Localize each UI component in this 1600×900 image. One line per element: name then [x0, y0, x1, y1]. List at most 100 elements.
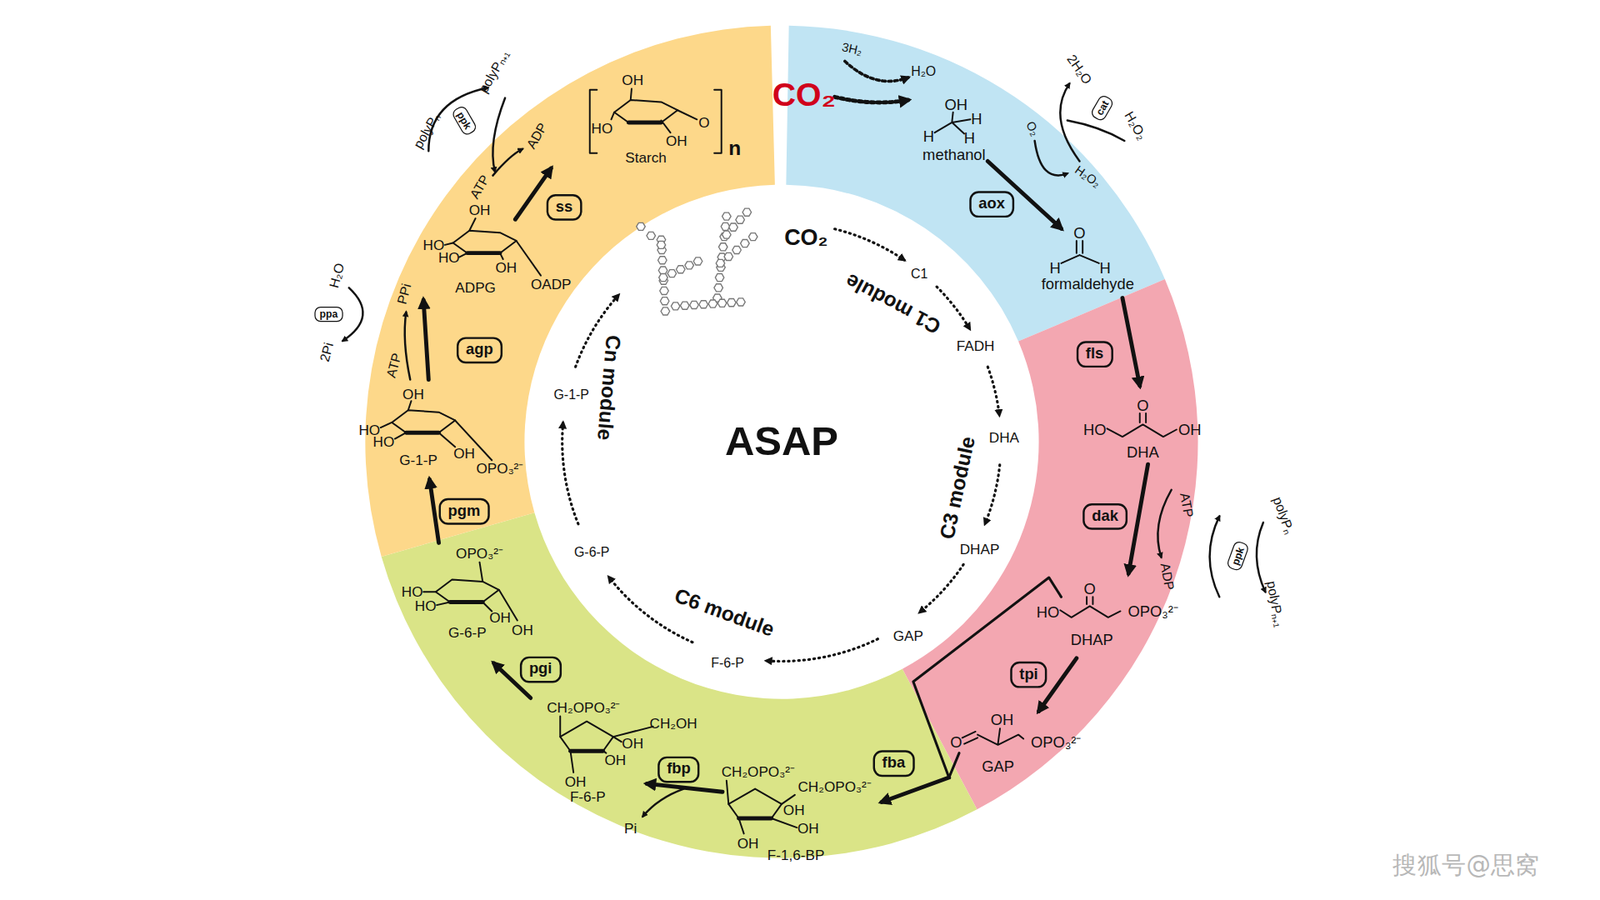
chem-label: HO — [591, 121, 614, 136]
reaction-arrow — [646, 783, 723, 792]
furanose-ring-front-edge — [570, 749, 603, 754]
enzyme-box: fbp — [657, 756, 700, 783]
chem-label: polyPₙ — [1270, 495, 1297, 536]
module-cycle-arrow — [562, 422, 579, 524]
enzyme-box: ss — [546, 194, 583, 220]
ring-sector — [365, 25, 775, 557]
chem-label: G-6-P — [448, 625, 487, 640]
chem-label: HO — [438, 250, 460, 265]
chem-label: ADPG — [455, 280, 496, 295]
chem-label: O — [698, 115, 710, 130]
chemical-bond — [380, 400, 492, 460]
chem-label: H — [923, 128, 935, 144]
ring-sector — [381, 512, 978, 858]
cofactor-arrow — [1157, 490, 1171, 558]
chem-label: OH — [511, 622, 534, 637]
module-label: C1 module — [841, 270, 944, 338]
chem-label: 3H₂ — [840, 40, 864, 57]
cofactor-arrow — [1210, 516, 1220, 598]
chem-label: H₂O — [910, 65, 936, 79]
starch-glucose-unit — [736, 298, 746, 306]
chem-label: H — [1099, 260, 1110, 275]
reaction-arrow — [494, 663, 531, 699]
chemical-bond — [445, 218, 541, 276]
starch-glucose-unit — [658, 256, 668, 265]
starch-glucose-unit — [708, 300, 718, 308]
enzyme-box: ppk — [1225, 540, 1250, 572]
chem-label: F-1,6-BP — [767, 848, 825, 863]
cofactor-arrow — [1035, 140, 1068, 176]
enzyme-name: fba — [882, 753, 906, 771]
enzyme-name: fls — [1085, 344, 1104, 362]
cofactor-arrow — [342, 287, 363, 341]
reaction-arrow — [1039, 658, 1077, 712]
enzyme-name: agp — [465, 340, 494, 358]
starch-glucose-unit — [722, 230, 732, 239]
starch-glucose-unit — [722, 212, 732, 220]
chem-label: DHA — [989, 430, 1020, 445]
cofactor-arrow — [492, 149, 523, 176]
chem-label: OH — [621, 72, 644, 87]
starch-glucose-unit — [715, 259, 725, 267]
chem-label: F-6-P — [710, 656, 745, 670]
enzyme-name: ppk — [455, 110, 475, 132]
starch-glucose-unit — [729, 223, 739, 231]
chem-label: formaldehyde — [1041, 275, 1135, 291]
enzyme-name: cat — [1093, 98, 1111, 117]
starch-glucose-unit — [636, 222, 646, 230]
chemical-bond — [590, 90, 722, 154]
chem-label: G-1-P — [553, 388, 589, 402]
chem-label: OH — [495, 260, 517, 275]
enzyme-box: ppk — [450, 104, 479, 136]
chem-label: GAP — [893, 628, 924, 643]
chem-label: OH — [605, 753, 627, 768]
enzyme-box: tpi — [1010, 661, 1047, 688]
enzyme-name: ss — [555, 197, 573, 215]
chem-label: HO — [1036, 605, 1060, 620]
starch-glucose-unit — [699, 300, 709, 309]
chem-label: Pi — [624, 821, 637, 836]
dotted-arrow — [835, 96, 909, 103]
chem-label: CH₂OH — [650, 716, 698, 731]
pyranose-ring — [453, 230, 517, 254]
enzyme-name: pgm — [448, 501, 481, 520]
pyranose-ring-front-edge — [467, 250, 500, 255]
chem-label: OPO₃²⁻ — [476, 460, 525, 475]
starch-glucose-unit — [646, 231, 656, 240]
cofactor-arrow — [642, 789, 684, 817]
starch-glucose-unit — [714, 284, 724, 292]
enzyme-name: aox — [978, 194, 1005, 212]
starch-glucose-unit — [732, 245, 742, 254]
chem-label: OH — [489, 610, 511, 625]
chem-label: H₂O₂ — [1122, 109, 1150, 142]
chem-label: O — [1073, 225, 1085, 240]
chem-label: H₂O — [327, 261, 347, 290]
starch-glucose-unit — [690, 300, 700, 309]
chem-label: O — [1136, 397, 1149, 413]
pyranose-ring-front-edge — [405, 430, 439, 435]
module-label: n — [728, 137, 741, 158]
chem-label: GAP — [981, 758, 1015, 774]
chem-label: methanol — [922, 146, 986, 162]
chem-label: C1 — [910, 266, 928, 280]
chem-label: Starch — [625, 150, 667, 165]
starch-glucose-unit — [735, 215, 745, 224]
starch-glucose-unit — [685, 261, 695, 270]
starch-glucose-unit — [660, 297, 670, 305]
enzyme-box: ppa — [314, 306, 343, 322]
cofactor-arrow — [492, 98, 505, 172]
chem-label: FADH — [956, 339, 995, 354]
module-label: ASAP — [725, 420, 839, 461]
furanose-ring — [728, 789, 782, 820]
starch-glucose-unit — [727, 299, 737, 307]
module-cycle-arrow — [920, 564, 965, 612]
enzyme-name: ppa — [320, 308, 339, 320]
starch-glucose-unit — [659, 274, 669, 282]
furanose-ring-front-edge — [739, 816, 772, 821]
enzyme-box: aox — [969, 190, 1015, 217]
chem-label: G-6-P — [574, 545, 610, 559]
module-cycle-arrow — [835, 229, 905, 260]
reaction-arrow — [1122, 298, 1140, 386]
chem-label: H — [970, 110, 982, 126]
module-cycle-arrow — [985, 465, 1000, 525]
